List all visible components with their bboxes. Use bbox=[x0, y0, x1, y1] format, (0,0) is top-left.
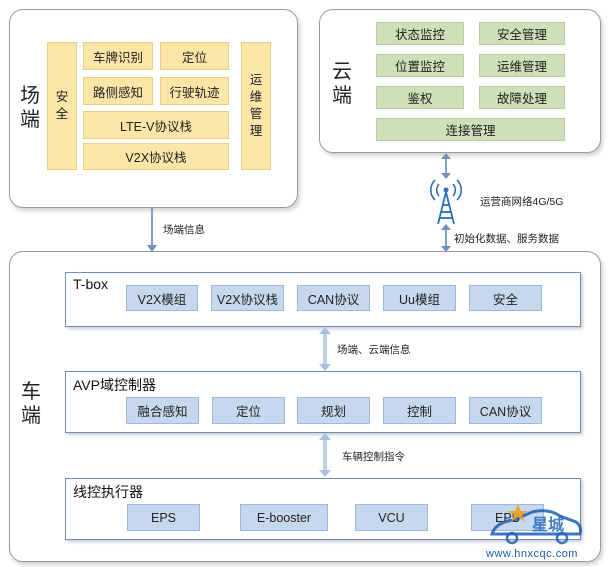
antenna-tower-icon bbox=[430, 179, 462, 225]
field-cloud-info-label: 场端、云端信息 bbox=[337, 344, 411, 356]
cloud-item-box: 鉴权 bbox=[376, 86, 464, 109]
watermark-url: www.hnxcqc.com bbox=[486, 548, 578, 560]
cloud-item-box: 位置监控 bbox=[376, 54, 464, 77]
field-item-box: 车牌识别 bbox=[83, 42, 153, 70]
tbox-item-box: V2X模组 bbox=[126, 285, 198, 311]
watermark-logo: 星城 bbox=[489, 504, 582, 545]
actuator-item-box: E-booster bbox=[240, 504, 328, 531]
avp-item-box: CAN协议 bbox=[469, 397, 542, 424]
tbox-item-box: V2X协议栈 bbox=[211, 285, 284, 311]
v2x-stack-box: V2X协议栈 bbox=[83, 143, 229, 170]
cloud-item-box: 状态监控 bbox=[376, 22, 464, 45]
antenna-vehicle-arrow bbox=[441, 224, 451, 252]
vehicle-control-label: 车辆控制指令 bbox=[342, 451, 405, 463]
avp-actuator-arrow bbox=[319, 433, 331, 477]
field-safety-box: 安全 bbox=[47, 42, 77, 170]
tbox-item-box: CAN协议 bbox=[297, 285, 370, 311]
vehicle-side-label: 车端 bbox=[21, 381, 41, 427]
avp-item-box: 控制 bbox=[383, 397, 456, 424]
connection-management-box: 连接管理 bbox=[376, 118, 565, 141]
tbox-title: T-box bbox=[73, 276, 109, 292]
cloud-side-label: 云端 bbox=[332, 61, 352, 107]
cloud-item-box: 安全管理 bbox=[479, 22, 565, 45]
tbox-item-box: 安全 bbox=[469, 285, 542, 311]
actuator-item-box: EPB bbox=[471, 504, 544, 531]
avp-item-box: 规划 bbox=[297, 397, 370, 424]
actuator-item-box: VCU bbox=[355, 504, 428, 531]
field-item-box: 路侧感知 bbox=[83, 77, 153, 105]
avp-item-box: 融合感知 bbox=[126, 397, 199, 424]
init-data-label: 初始化数据、服务数据 bbox=[454, 233, 559, 245]
field-item-box: 定位 bbox=[160, 42, 229, 70]
avp-controller-title: AVP域控制器 bbox=[73, 377, 156, 393]
cloud-item-box: 运维管理 bbox=[479, 54, 565, 77]
actuator-title: 线控执行器 bbox=[73, 484, 143, 500]
tbox-item-box: Uu模组 bbox=[383, 285, 456, 311]
field-vehicle-arrow bbox=[147, 208, 157, 252]
avp-item-box: 定位 bbox=[212, 397, 285, 424]
watermark-logo-text: 星城 bbox=[532, 515, 564, 534]
field-info-label: 场端信息 bbox=[163, 224, 205, 236]
cloud-item-box: 故障处理 bbox=[479, 86, 565, 109]
actuator-item-box: EPS bbox=[127, 504, 200, 531]
cloud-antenna-arrow bbox=[441, 153, 451, 179]
field-ops-box: 运维管理 bbox=[241, 42, 271, 170]
field-side-label: 场端 bbox=[20, 85, 40, 131]
tbox-avp-arrow bbox=[319, 327, 331, 371]
network-label: 运营商网络4G/5G bbox=[480, 196, 564, 208]
field-item-box: 行驶轨迹 bbox=[160, 77, 229, 105]
lte-v-stack-box: LTE-V协议栈 bbox=[83, 111, 229, 139]
